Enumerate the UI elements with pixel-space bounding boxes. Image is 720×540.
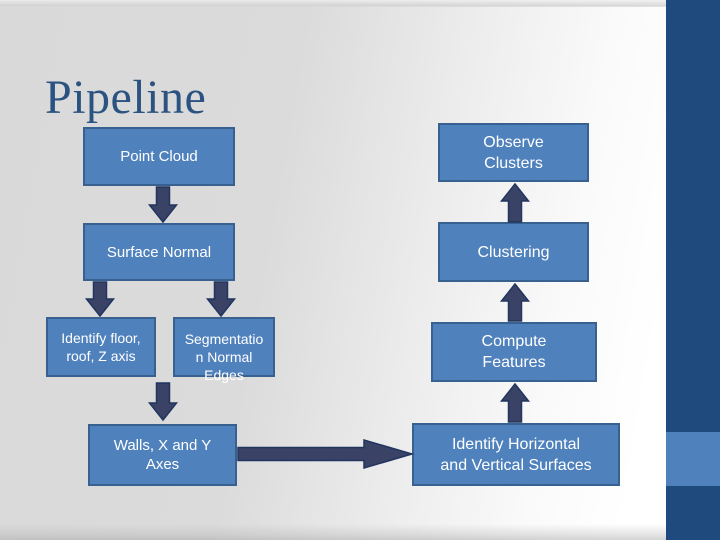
flow-box-observe-clusters: Observe Clusters xyxy=(438,123,589,182)
flow-box-label: Surface Normal xyxy=(106,243,212,261)
flow-box-label: Clustering xyxy=(477,243,550,261)
down-arrow-to-walls xyxy=(147,382,179,422)
down-arrow-surface-normal-to-segmentation xyxy=(205,281,237,318)
bottom-shadow-strip xyxy=(0,524,666,540)
flow-box-label: Segmentatio n Normal Edges xyxy=(184,331,264,383)
flow-box-label: Identify Horizontal and Vertical Surface… xyxy=(440,435,592,474)
right-arrow-walls-to-identify-horizontal xyxy=(237,439,415,469)
page-title: Pipeline xyxy=(45,71,207,125)
flow-box-identify-floor-roof-z-axis: Identify floor, roof, Z axis xyxy=(46,317,156,377)
flow-box-label: Walls, X and Y Axes xyxy=(113,437,212,473)
up-arrow-compute-features-to-clustering xyxy=(499,282,531,322)
flow-box-segmentation-normal-edges: Segmentatio n Normal Edges xyxy=(173,317,275,383)
flow-box-compute-features: Compute Features xyxy=(431,322,597,382)
flow-box-walls-x-and-y-axes: Walls, X and Y Axes xyxy=(88,424,237,486)
right-edge-accent-block xyxy=(666,432,720,486)
flow-box-label: Identify floor, roof, Z axis xyxy=(61,330,141,364)
top-bevel-strip xyxy=(0,0,666,7)
flow-box-surface-normal: Surface Normal xyxy=(83,223,235,281)
down-arrow-surface-normal-to-identify-floor xyxy=(84,281,116,318)
up-arrow-clustering-to-observe-clusters xyxy=(499,182,531,223)
flow-box-label: Point Cloud xyxy=(120,148,198,165)
flow-box-clustering: Clustering xyxy=(438,222,589,282)
flow-box-label: Observe Clusters xyxy=(483,133,544,172)
flow-box-point-cloud: Point Cloud xyxy=(83,127,235,186)
up-arrow-identify-horizontal-to-compute-features xyxy=(499,382,531,423)
flow-box-identify-horizontal-vertical-surfaces: Identify Horizontal and Vertical Surface… xyxy=(412,423,620,486)
down-arrow-point-cloud-to-surface-normal xyxy=(147,186,179,224)
flow-box-label: Compute Features xyxy=(481,333,547,371)
